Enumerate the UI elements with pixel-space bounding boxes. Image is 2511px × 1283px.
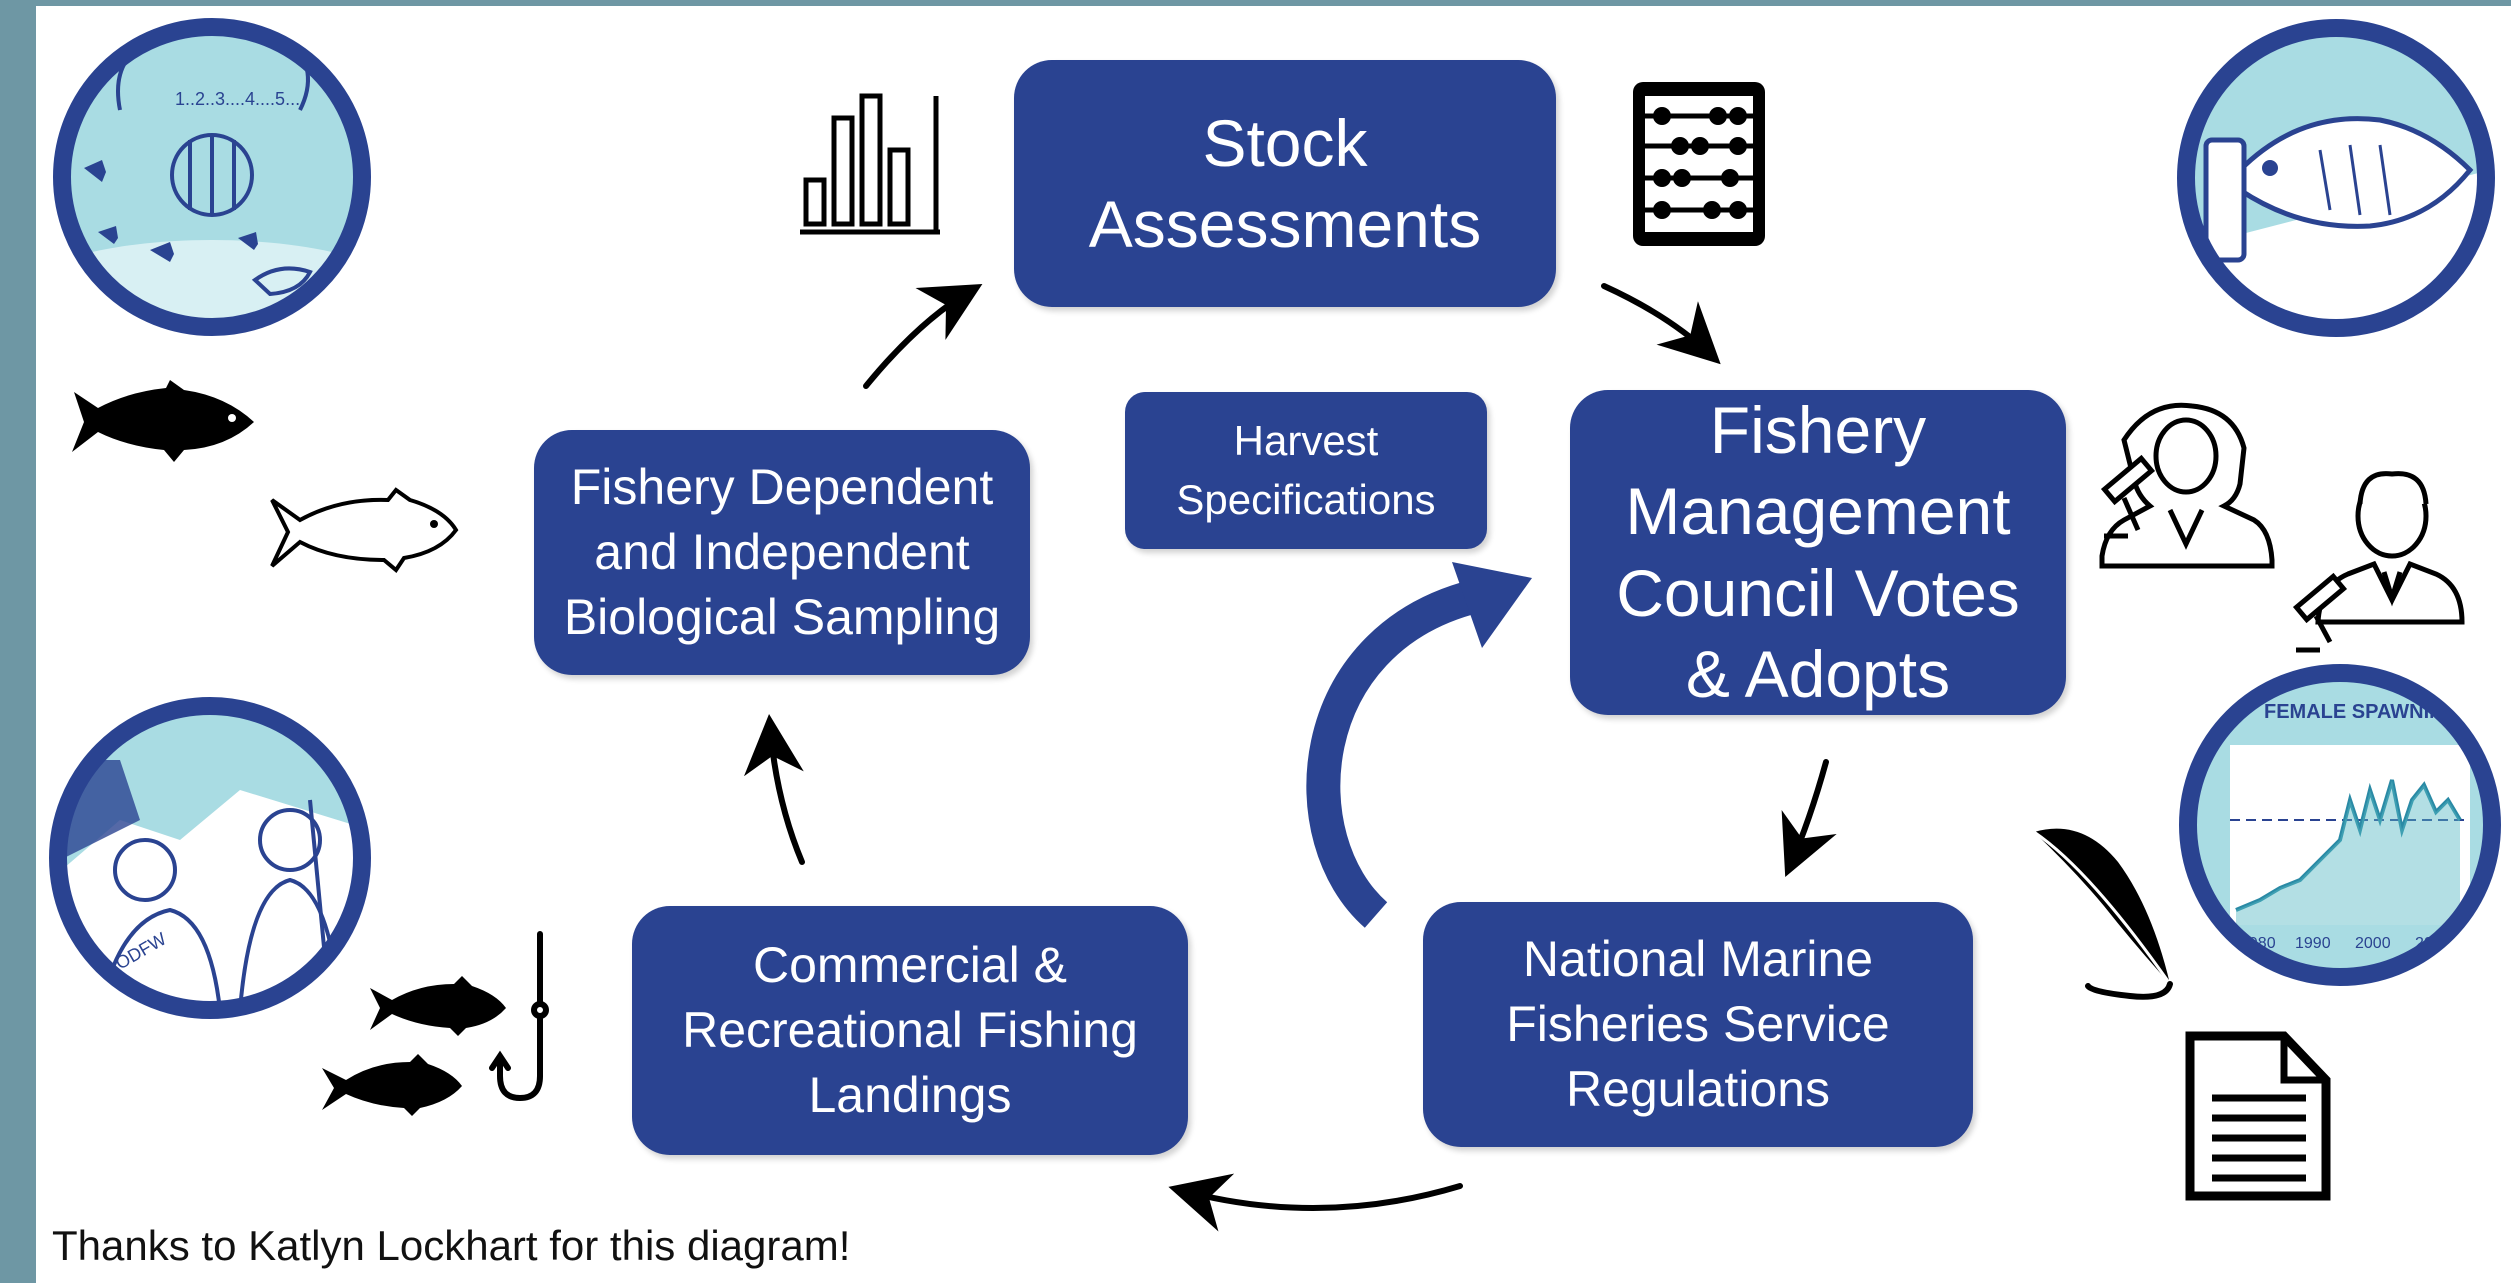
svg-text:1990: 1990 (2295, 935, 2331, 952)
feedback-arrow (1306, 562, 1532, 928)
nmfs-regulations-box: National Marine Fisheries Service Regula… (1423, 902, 1973, 1147)
quill-pen-icon (2033, 828, 2173, 1000)
credit-caption: Thanks to Katlyn Lockhart for this diagr… (52, 1222, 851, 1269)
arrow-sampling-to-stock (863, 284, 983, 389)
arrow-council-to-nmfs (1781, 759, 1837, 878)
bar-chart-icon (800, 93, 940, 235)
stock-assessments-box: Stock Assessments (1014, 60, 1556, 307)
svg-text:2000: 2000 (2355, 935, 2391, 952)
fish-outline-icon (270, 487, 459, 573)
fish-pair-icon (322, 976, 506, 1116)
document-icon (2185, 1031, 2331, 1201)
svg-text:1..2..3....4....5...: 1..2..3....4....5... (175, 89, 300, 109)
abacus-icon (1633, 82, 1765, 246)
hook-icon (489, 931, 549, 1102)
council-votes-box: Fishery Management Council Votes & Adopt… (1570, 390, 2066, 715)
fishing-landings-box: Commercial & Recreational Fishing Landin… (632, 906, 1188, 1155)
judge-icon-2 (2292, 471, 2465, 653)
biological-sampling-box: Fishery Dependent and Independent Biolog… (534, 430, 1030, 675)
fish-icon (72, 380, 254, 462)
cycle-arrows (743, 283, 1837, 1232)
underwater-survey-illustration: 1..2..3....4....5... (53, 18, 371, 336)
harvest-specifications-box: Harvest Specifications (1125, 392, 1487, 549)
spawning-biomass-illustration: FEMALE SPAWNING BIOMASS 1980 1990 2000 2… (2179, 664, 2511, 986)
arrow-landings-to-sampling (743, 714, 805, 865)
judge-icon (2099, 402, 2275, 569)
dockside-sampling-illustration: ODFW (49, 697, 371, 1019)
arrow-nmfs-to-landings (1168, 1173, 1463, 1232)
arrow-stock-to-council (1601, 283, 1721, 365)
slide-edge-left (0, 0, 36, 1283)
svg-text:FEMALE SPAWNING BIOMASS: FEMALE SPAWNING BIOMASS (2264, 701, 2511, 723)
fish-measuring-illustration (2177, 19, 2495, 337)
slide-edge-top (36, 0, 2511, 6)
